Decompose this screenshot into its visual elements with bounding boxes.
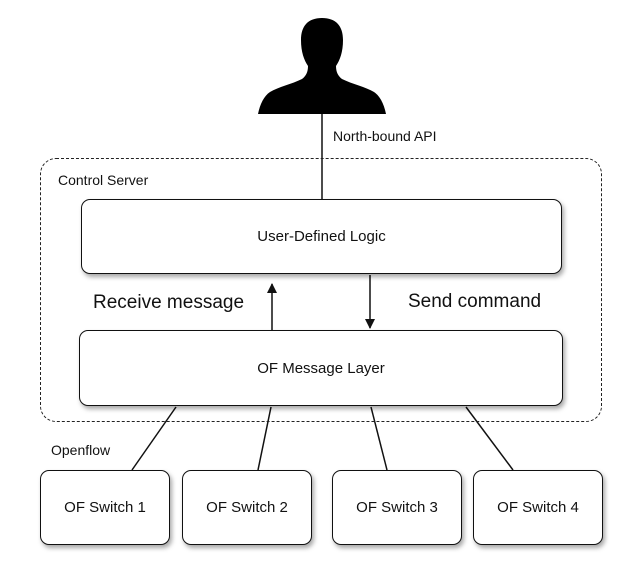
openflow-link-2 (257, 406, 272, 471)
control-server-boundary (40, 158, 602, 422)
switch-box-2: OF Switch 2 (182, 470, 312, 545)
switch-label-3: OF Switch 3 (356, 499, 438, 516)
api-label: North-bound API (333, 128, 437, 144)
switch-label-1: OF Switch 1 (64, 499, 146, 516)
control-server-label: Control Server (58, 172, 149, 188)
user-silhouette-icon (258, 18, 386, 114)
message-layer-label: OF Message Layer (257, 359, 385, 377)
receive-message-label: Receive message (93, 292, 245, 313)
switch-label-2: OF Switch 2 (206, 499, 288, 516)
send-command-label: Send command (408, 291, 542, 312)
openflow-link-1 (131, 406, 177, 471)
switch-box-3: OF Switch 3 (332, 470, 462, 545)
switch-label-4: OF Switch 4 (497, 499, 579, 516)
switch-box-4: OF Switch 4 (473, 470, 603, 545)
switch-box-1: OF Switch 1 (40, 470, 170, 545)
openflow-link-4 (465, 406, 514, 471)
openflow-link-3 (370, 406, 388, 471)
openflow-label: Openflow (51, 442, 111, 458)
message-layer-box: OF Message Layer (79, 330, 563, 406)
user-logic-box: User-Defined Logic (81, 199, 562, 274)
user-logic-label: User-Defined Logic (257, 228, 386, 245)
